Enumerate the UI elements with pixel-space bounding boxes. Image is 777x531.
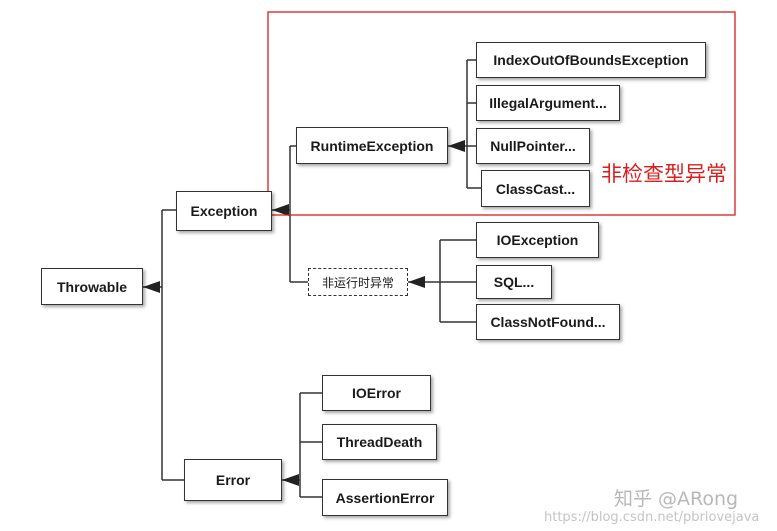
node-throwable: Throwable xyxy=(41,268,143,305)
arrow-into-runtime xyxy=(448,140,465,152)
node-thread-death: ThreadDeath xyxy=(322,424,437,460)
watermark-url: https://blog.csdn.net/pbrlovejava xyxy=(544,510,760,525)
arrow-into-non-runtime xyxy=(408,276,425,288)
node-assertion-error: AssertionError xyxy=(322,479,448,516)
node-error: Error xyxy=(184,459,282,501)
node-null-pointer: NullPointer... xyxy=(476,128,590,164)
node-index-out-of-bounds-exception: IndexOutOfBoundsException xyxy=(476,42,706,78)
node-io-exception: IOException xyxy=(476,222,599,258)
node-sql: SQL... xyxy=(476,265,552,299)
node-runtime-exception: RuntimeException xyxy=(296,127,448,164)
unchecked-highlight-box xyxy=(267,11,736,216)
node-class-cast: ClassCast... xyxy=(481,170,590,207)
arrow-into-error xyxy=(282,474,299,486)
watermark-brand: 知乎 @ARong xyxy=(614,488,739,510)
arrow-into-exception xyxy=(272,204,289,216)
node-class-not-found: ClassNotFound... xyxy=(476,304,620,340)
node-exception: Exception xyxy=(176,191,272,231)
unchecked-exception-label: 非检查型异常 xyxy=(601,162,727,186)
node-illegal-argument: IllegalArgument... xyxy=(476,85,620,121)
arrow-into-throwable xyxy=(143,281,160,293)
node-io-error: IOError xyxy=(322,375,431,411)
node-non-runtime-exception: 非运行时异常 xyxy=(308,268,408,296)
arrowheads xyxy=(143,140,465,486)
